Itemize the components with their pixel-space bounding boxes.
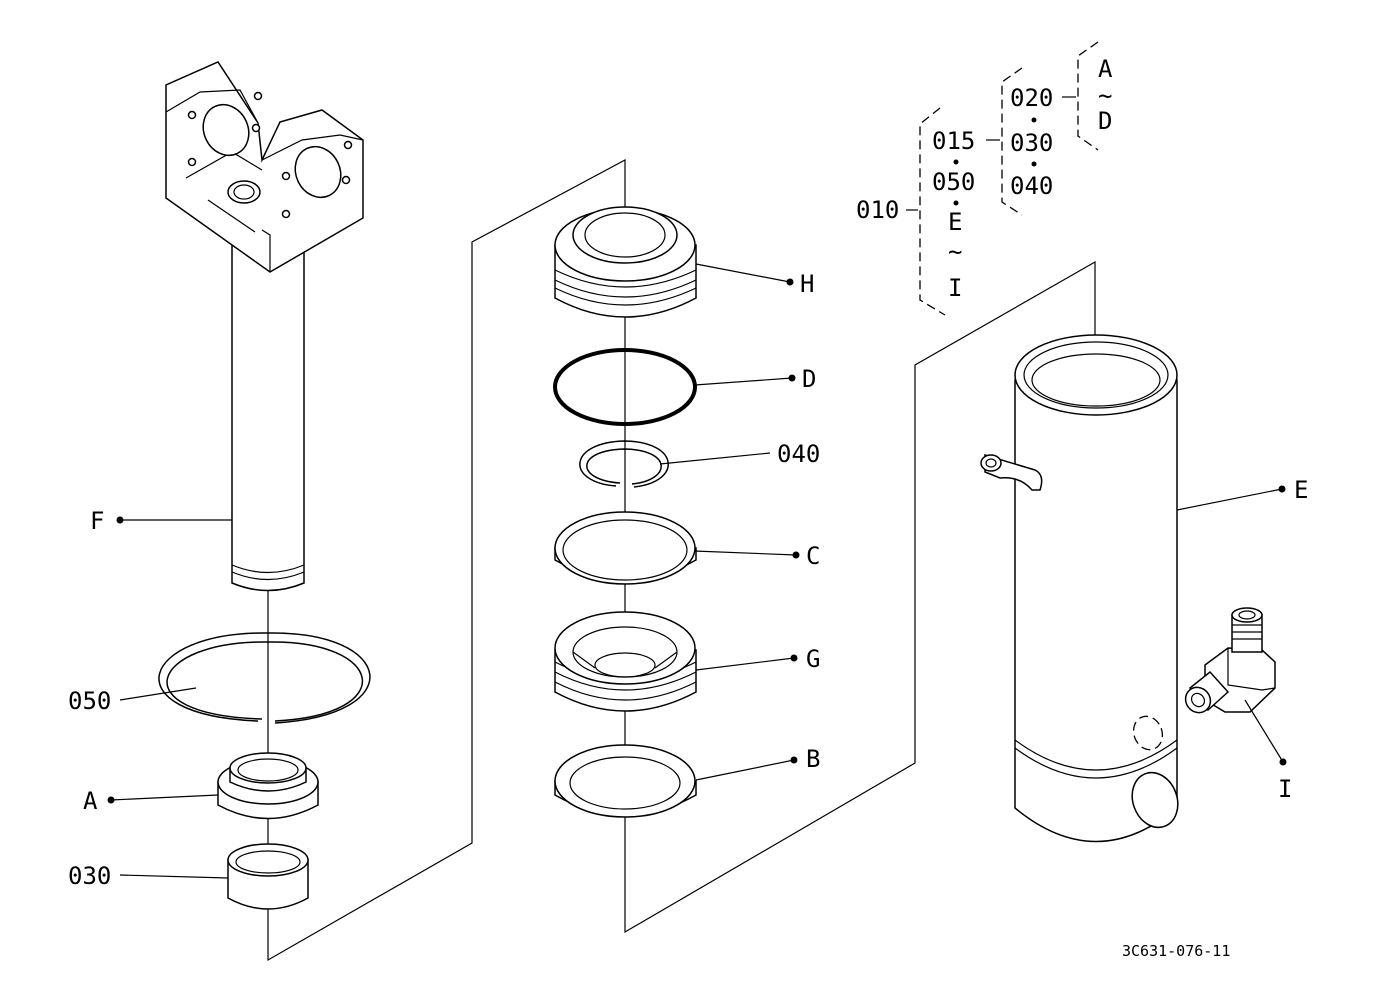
label-d: D [802,365,816,393]
part-d-o-ring [553,348,697,426]
tree-l1-c: E [948,208,962,236]
part-h-gland [554,206,697,318]
drawing-code: 3C631-076-11 [1122,942,1230,960]
tree-l2-c: 040 [1010,172,1053,200]
part-a-collar [217,752,319,820]
assembly-tree: 010 015 050 E ~ I 020 030 040 A ~ D [856,41,1113,316]
label-h: H [800,270,814,298]
label-030: 030 [68,862,111,890]
part-f-piston-rod [165,61,364,592]
label-040: 040 [777,440,820,468]
label-i: I [1278,775,1292,803]
part-b-wear-ring [554,744,697,818]
part-030-bushing [227,843,309,910]
tree-l2-a: 020 [1010,84,1053,112]
part-i-elbow-fitting [1184,607,1276,714]
label-g: G [806,645,820,673]
part-g-piston [554,611,697,712]
part-e-cylinder-tube [980,334,1179,843]
leader-lines [107,263,1287,879]
tree-root: 010 [856,196,899,224]
part-c-back-up-ring [554,511,697,585]
tree-l1-b: 050 [932,168,975,196]
part-050-snap-ring [158,632,371,724]
label-a: A [83,787,98,815]
label-e: E [1294,476,1308,504]
tree-l1-a: 015 [932,127,975,155]
part-040-small-snap-ring [579,440,669,488]
tree-l3-tilde: ~ [1098,82,1112,110]
tree-l1-tilde: ~ [948,238,962,266]
label-b: B [806,745,820,773]
label-050: 050 [68,687,111,715]
tree-l3-a: A [1098,55,1113,83]
label-f: F [90,507,104,535]
callout-labels: F 050 A 030 H D 040 C G B E I [68,270,1308,890]
tree-l1-d: I [948,274,962,302]
tree-l2-b: 030 [1010,129,1053,157]
tree-l3-b: D [1098,107,1112,135]
label-c: C [806,542,820,570]
